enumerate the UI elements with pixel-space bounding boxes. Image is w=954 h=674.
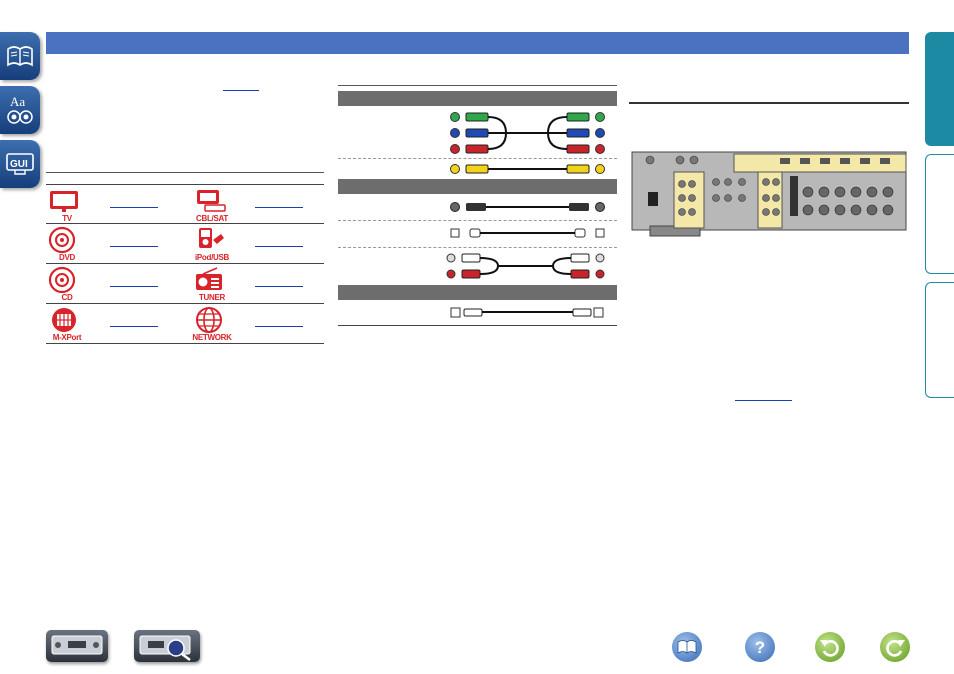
rear-panel-rule: [629, 102, 909, 104]
audio-cable-header: [338, 179, 617, 194]
row-divider: [338, 220, 617, 221]
glossary-button[interactable]: Aa: [0, 86, 40, 134]
cd-icon: [48, 266, 76, 294]
source-item-tv[interactable]: TV: [46, 185, 185, 225]
tab-section-1[interactable]: [925, 32, 954, 146]
svg-text:Aa: Aa: [10, 94, 25, 109]
cable-table-bottom-rule: [338, 325, 617, 326]
source-item-cd[interactable]: CD: [46, 264, 185, 304]
source-item-ipod-usb[interactable]: iPod/USB: [191, 224, 330, 264]
source-page-link[interactable]: [110, 286, 158, 287]
back-arrow-icon: [820, 640, 839, 657]
source-label: CBL/SAT: [196, 214, 228, 223]
gui-button[interactable]: GUI: [0, 140, 40, 188]
row-divider: [338, 247, 617, 248]
receiver-zoom-icon: [139, 635, 191, 661]
receiver-front-icon: [51, 635, 103, 655]
tab-section-3[interactable]: [925, 282, 954, 398]
network-icon: [196, 307, 222, 333]
back-button[interactable]: [815, 632, 845, 662]
dvd-icon: [48, 226, 76, 254]
cbl-sat-icon: [197, 190, 226, 212]
source-item-network[interactable]: NETWORK: [191, 304, 330, 344]
source-item-tuner[interactable]: TUNER: [191, 264, 330, 304]
source-item-mxport[interactable]: M-XPort: [46, 304, 185, 344]
source-page-link[interactable]: [110, 246, 158, 247]
source-label: DVD: [59, 253, 75, 262]
source-row: TV CBL/SAT: [46, 184, 324, 224]
optical-cable: [450, 228, 605, 238]
network-cable-header: [338, 285, 617, 300]
glossary-icon: Aa: [5, 92, 35, 128]
remote-panel-button[interactable]: [134, 630, 200, 662]
page-link[interactable]: [735, 400, 792, 401]
source-page-link[interactable]: [255, 207, 303, 208]
section-title-bar: [46, 32, 909, 54]
source-label: iPod/USB: [194, 253, 230, 262]
page-link[interactable]: [223, 90, 259, 91]
composite-video-cable: [450, 164, 605, 174]
book-button[interactable]: [672, 632, 702, 662]
component-video-cable: [450, 112, 605, 154]
cable-diagrams: [446, 112, 605, 318]
help-icon: ?: [755, 638, 765, 657]
contents-book-button[interactable]: [0, 32, 40, 80]
source-page-link[interactable]: [110, 326, 158, 327]
gui-icon: GUI: [5, 152, 35, 176]
book-icon: [677, 640, 697, 654]
source-page-link[interactable]: [255, 326, 303, 327]
help-button[interactable]: ?: [745, 632, 775, 662]
source-row: M-XPort NETWORK: [46, 304, 324, 344]
analog-audio-cable: [446, 253, 605, 279]
book-icon: [6, 43, 34, 69]
ethernet-cable: [450, 307, 604, 318]
tv-icon: [50, 191, 78, 212]
source-item-cbl-sat[interactable]: CBL/SAT: [191, 185, 330, 225]
source-label: CD: [61, 293, 73, 302]
forward-arrow-icon: [886, 640, 905, 657]
tuner-icon: [196, 267, 222, 290]
row-divider: [338, 158, 617, 159]
source-page-link[interactable]: [255, 286, 303, 287]
source-page-link[interactable]: [110, 207, 158, 208]
svg-text:GUI: GUI: [10, 159, 28, 170]
cable-table-top-rule: [338, 85, 617, 86]
coaxial-cable: [450, 202, 605, 212]
source-label: TV: [62, 214, 72, 223]
source-item-dvd[interactable]: DVD: [46, 224, 185, 264]
mxport-icon: [52, 308, 76, 332]
source-row: DVD iPod/USB: [46, 224, 324, 264]
ipod-usb-icon: [199, 228, 224, 248]
video-cable-header: [338, 91, 617, 106]
source-label: NETWORK: [192, 333, 232, 342]
tab-section-2[interactable]: [925, 154, 954, 274]
source-table-top-rule: [46, 172, 324, 173]
svg-text:?: ?: [755, 638, 765, 657]
source-page-link[interactable]: [255, 246, 303, 247]
front-panel-button[interactable]: [46, 630, 108, 662]
rear-panel-diagram: [631, 151, 907, 237]
source-row: CD TUNER: [46, 264, 324, 304]
source-label: TUNER: [198, 293, 226, 302]
forward-button[interactable]: [880, 632, 910, 662]
source-label: M-XPort: [52, 333, 82, 342]
